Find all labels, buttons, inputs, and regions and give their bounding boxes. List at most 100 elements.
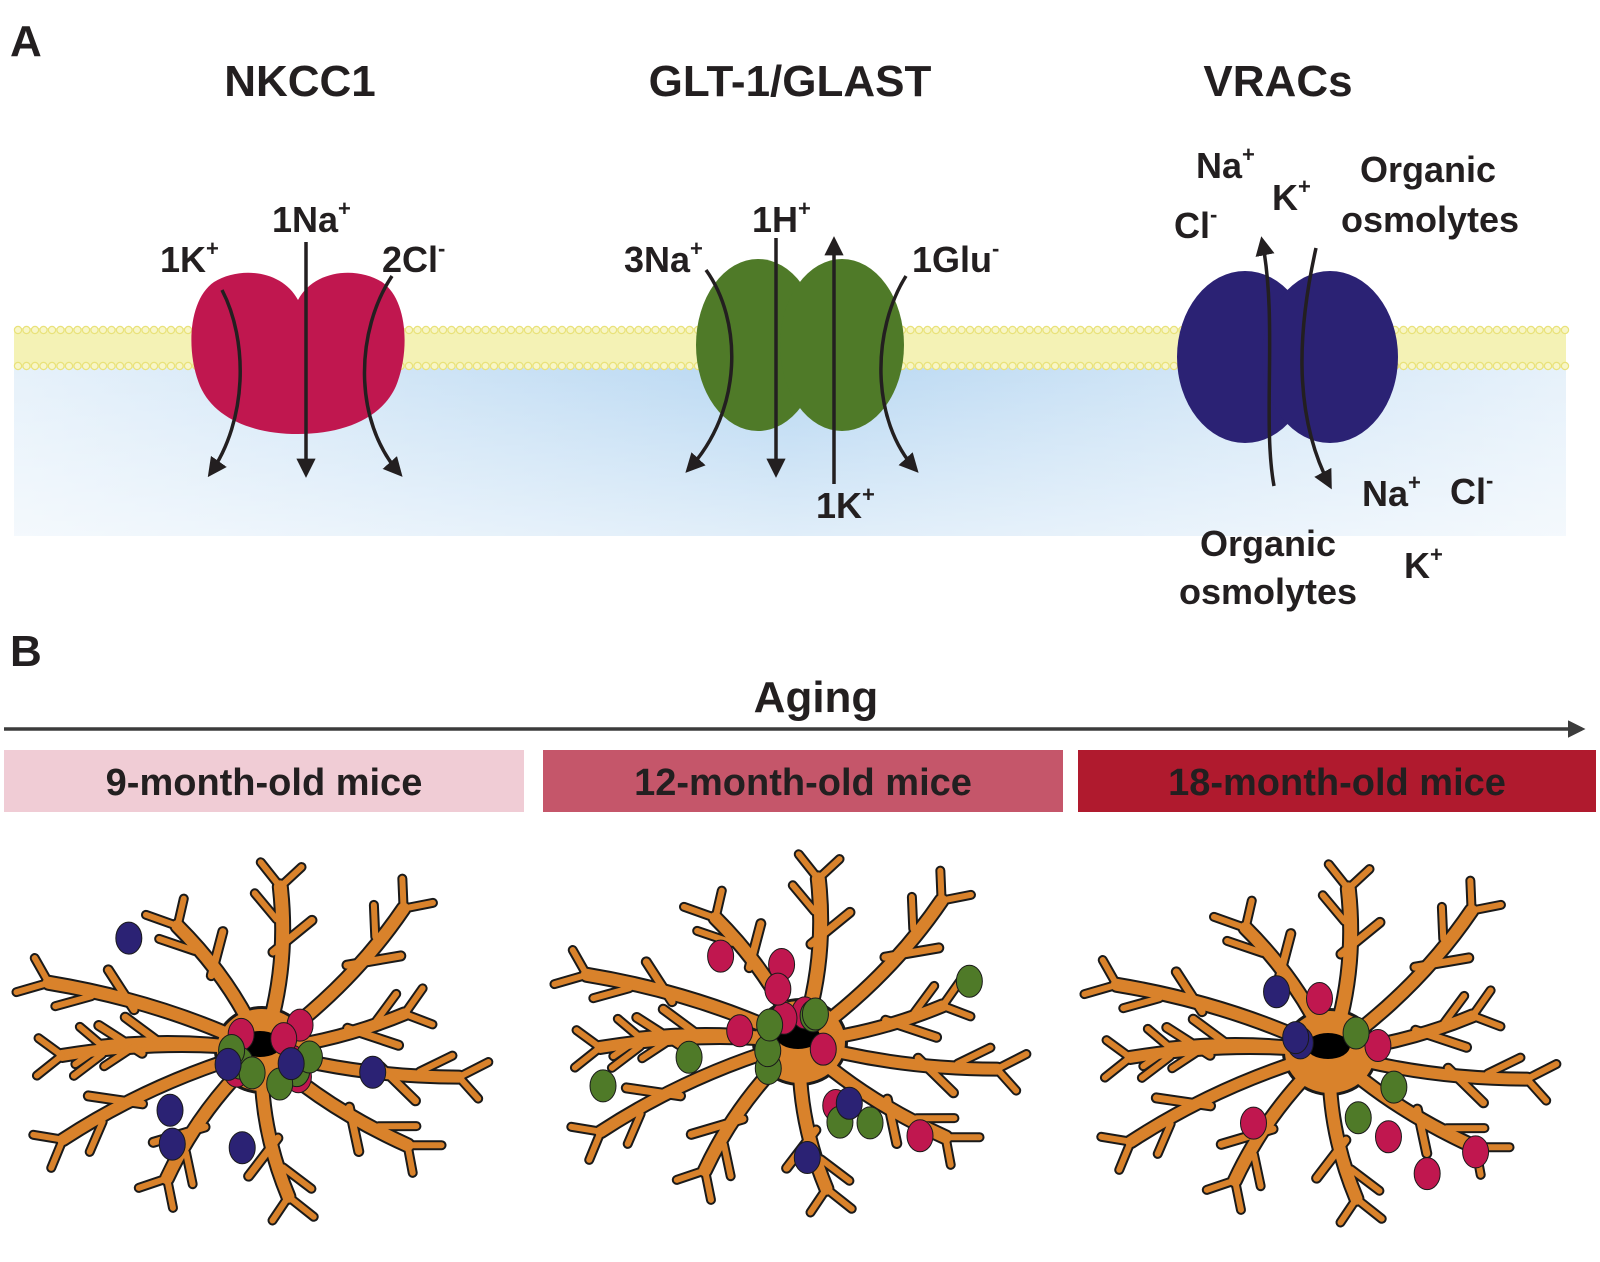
astrocyte-process [823, 1185, 855, 1212]
panel-b-letter: B [10, 627, 42, 676]
lipid-head [659, 361, 669, 371]
astrocyte-process [401, 985, 426, 1017]
astrocyte-process [48, 1136, 66, 1171]
nkcc1-marker [764, 972, 792, 1006]
lipid-head [957, 325, 966, 335]
astrocyte-process [1348, 1166, 1383, 1194]
astrocyte-process [277, 864, 305, 890]
lipid-head [455, 325, 465, 335]
lipid-head [1399, 325, 1408, 335]
astrocyte-process [269, 1193, 292, 1224]
lipid-head [1424, 361, 1434, 371]
astrocyte-process [1469, 1012, 1504, 1030]
lipid-head [1161, 325, 1170, 335]
glt1-glast-marker [1344, 1101, 1372, 1135]
lipid-head [73, 325, 82, 335]
glt1-glast-marker [238, 1056, 266, 1090]
lipid-head [1526, 361, 1536, 371]
lipid-head [73, 361, 82, 371]
astrocyte-process [1337, 918, 1384, 958]
lipid-head [1416, 325, 1425, 335]
lipid-head [1399, 361, 1408, 371]
lipid-head [991, 361, 1000, 371]
glt1-na-arrow [685, 268, 734, 473]
lipid-head [948, 361, 958, 371]
astrocyte-process [1098, 1133, 1134, 1145]
lipid-head [1416, 361, 1425, 371]
lipid-head [668, 361, 677, 371]
lipid-head [1535, 325, 1544, 335]
lipid-head [1475, 325, 1485, 335]
vracs-marker [115, 921, 143, 955]
astrocyte-process [416, 1052, 456, 1075]
astrocyte-process [882, 1016, 941, 1041]
lipid-head [999, 361, 1009, 371]
astrocyte-process [1210, 913, 1249, 932]
lipid-head [591, 325, 601, 335]
lipid-head [1033, 325, 1043, 335]
vracs-marker [214, 1047, 242, 1081]
glt1-ion-glu: 1Glu- [912, 236, 999, 280]
lipid-head [1084, 361, 1094, 371]
lipid-head [141, 361, 150, 371]
nkcc1-ion-na: 1Na+ [272, 196, 351, 240]
lipid-head [600, 361, 609, 371]
lipid-head [132, 325, 142, 335]
lipid-head [1441, 325, 1451, 335]
lipid-head [1084, 325, 1094, 335]
astrocyte-process [1154, 1120, 1174, 1157]
lipid-head [1152, 361, 1162, 371]
lipid-head [600, 325, 609, 335]
lipid-head [625, 361, 635, 371]
astrocyte-process [622, 1084, 684, 1100]
glt1-ion-h: 1H+ [752, 196, 811, 240]
vracs-efflux-arrow-right [1300, 247, 1332, 490]
astrocyte-process [1319, 892, 1348, 925]
glt1-ion-na: 3Na+ [624, 236, 703, 280]
astrocyte-process [373, 990, 400, 1025]
nkcc1-marker [809, 1032, 837, 1066]
astrocyte-process [72, 1042, 106, 1068]
astrocyte-process [156, 935, 198, 954]
vracs-transporter [1177, 271, 1398, 443]
astrocyte-process [1468, 901, 1504, 914]
lipid-head [1101, 325, 1111, 335]
lipid-head [47, 325, 57, 335]
astrocyte-process [939, 1002, 974, 1020]
astrocyte-process [1103, 1037, 1134, 1061]
lipid-head [1543, 325, 1553, 335]
lipid-head [498, 325, 507, 335]
lipid-head [47, 361, 57, 371]
lipid-head [107, 361, 116, 371]
lipid-head [557, 325, 567, 335]
lipid-head [1450, 325, 1459, 335]
lipid-head [115, 361, 125, 371]
lipid-head [642, 325, 652, 335]
lipid-head [1025, 361, 1034, 371]
astrocyte-process [673, 1167, 708, 1183]
vracs-marker [158, 1127, 186, 1161]
lipid-head [1127, 361, 1136, 371]
vracs-marker [1263, 975, 1291, 1009]
lipid-head [1467, 325, 1476, 335]
astrocyte-process [942, 1134, 954, 1168]
group-band-9-month [4, 750, 524, 812]
astrocyte-process [1345, 866, 1373, 892]
astrocyte-process [370, 901, 379, 940]
glt1-glast-marker [589, 1069, 617, 1103]
lipid-head [1484, 361, 1493, 371]
lipid-head [22, 361, 31, 371]
astrocyte-process [881, 944, 943, 961]
lipid-head [948, 325, 958, 335]
lipid-head [540, 361, 550, 371]
lipid-head [685, 325, 694, 335]
lipid-head [81, 361, 91, 371]
vracs-marker [1282, 1021, 1310, 1055]
lipid-head [56, 325, 65, 335]
glt1-glu-arrow [879, 275, 919, 473]
astrocyte-process [30, 1131, 66, 1143]
astrocyte-process [789, 882, 818, 915]
aging-axis-label: Aging [754, 673, 879, 722]
lipid-head [1008, 361, 1017, 371]
lipid-head [1552, 361, 1561, 371]
